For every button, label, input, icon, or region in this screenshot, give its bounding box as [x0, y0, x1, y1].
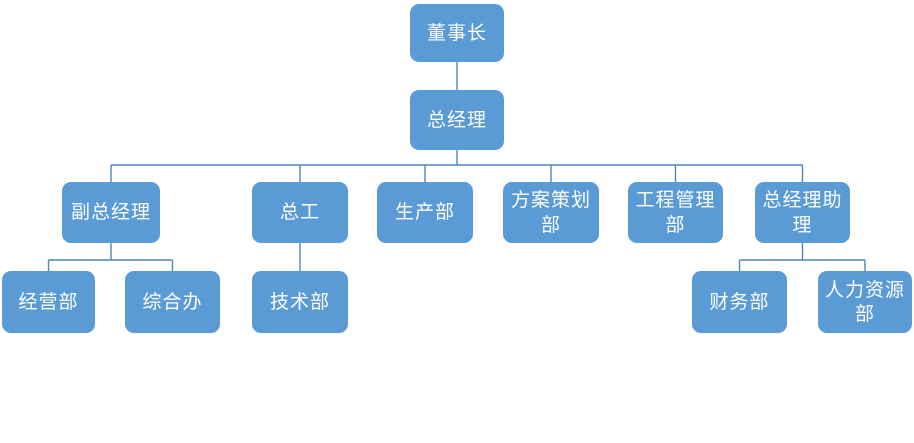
- org-node-planning-dept: 方案策划部: [503, 182, 599, 243]
- org-node-deputy-general-manager: 副总经理: [62, 182, 160, 243]
- connector-deputy-gm-to-children: [47, 243, 174, 271]
- org-node-technical-dept: 技术部: [252, 271, 348, 333]
- org-node-engineering-management-dept: 工程管理部: [628, 182, 723, 243]
- org-node-hr-dept: 人力资源部: [818, 271, 912, 333]
- org-node-finance-dept: 财务部: [692, 271, 787, 333]
- org-node-general-manager: 总经理: [410, 90, 504, 150]
- connector-gm-assistant-to-children: [738, 243, 866, 271]
- org-node-operations-dept: 经营部: [2, 271, 95, 333]
- org-node-gm-assistant: 总经理助理: [755, 182, 850, 243]
- org-node-chairman: 董事长: [410, 4, 504, 62]
- org-node-general-office: 综合办: [125, 271, 220, 333]
- connector-gm-to-children: [110, 150, 804, 182]
- org-node-production-dept: 生产部: [377, 182, 473, 243]
- org-node-chief-engineer: 总工: [252, 182, 348, 243]
